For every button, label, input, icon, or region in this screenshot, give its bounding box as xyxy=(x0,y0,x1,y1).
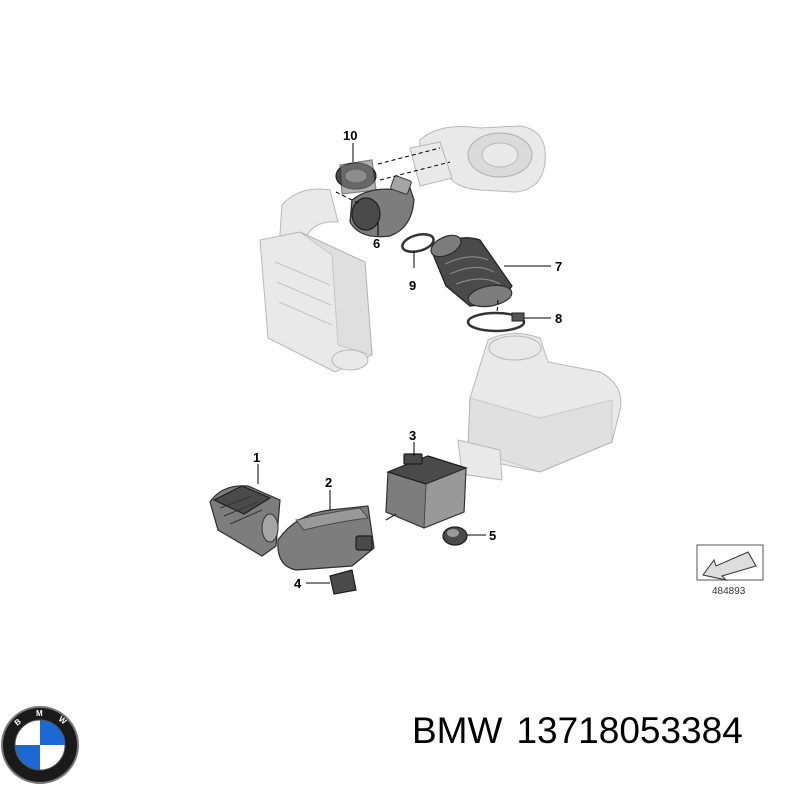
air-filter-housing-ghost xyxy=(457,333,622,481)
svg-text:W: W xyxy=(57,714,69,726)
part-6-sensor-housing xyxy=(349,175,415,238)
assembly-lines xyxy=(335,147,499,314)
callout-4: 4 xyxy=(294,576,302,591)
brand-name: BMW xyxy=(412,710,503,751)
turbocharger-ghost xyxy=(409,125,546,193)
svg-text:M: M xyxy=(36,709,43,718)
callout-10: 10 xyxy=(343,128,357,143)
callout-6: 6 xyxy=(373,236,380,251)
callout-2: 2 xyxy=(325,475,332,490)
intercooler-ghost xyxy=(259,188,373,373)
reference-arrow-icon xyxy=(702,551,757,581)
callout-3: 3 xyxy=(409,428,416,443)
part-4-filter-pad xyxy=(329,569,357,595)
part-7-intake-hose xyxy=(430,234,513,308)
part-number: 13718053384 xyxy=(516,710,743,751)
callout-5: 5 xyxy=(489,528,496,543)
callout-8: 8 xyxy=(555,311,562,326)
brand-part-number-line: BMW 13718053384 xyxy=(412,710,792,770)
reference-box: 484893 xyxy=(696,544,764,597)
part-5-grommet xyxy=(442,526,468,546)
part-10-coupling xyxy=(335,159,377,195)
reference-number: 484893 xyxy=(712,586,746,597)
callout-1: 1 xyxy=(253,450,260,465)
callout-labels: 10 6 9 7 8 1 2 3 4 5 xyxy=(253,128,562,591)
part-3-resonator xyxy=(385,453,468,529)
part-1-intake-snorkel xyxy=(209,485,281,557)
svg-text:B: B xyxy=(13,717,23,728)
part-2-air-duct xyxy=(277,505,375,571)
callout-9: 9 xyxy=(409,278,416,293)
callout-7: 7 xyxy=(555,259,562,274)
leader-lines xyxy=(257,143,551,584)
part-9-seal-ring xyxy=(401,232,435,254)
bmw-logo: B M W xyxy=(1,706,79,784)
part-8-hose-clamp xyxy=(466,311,526,333)
